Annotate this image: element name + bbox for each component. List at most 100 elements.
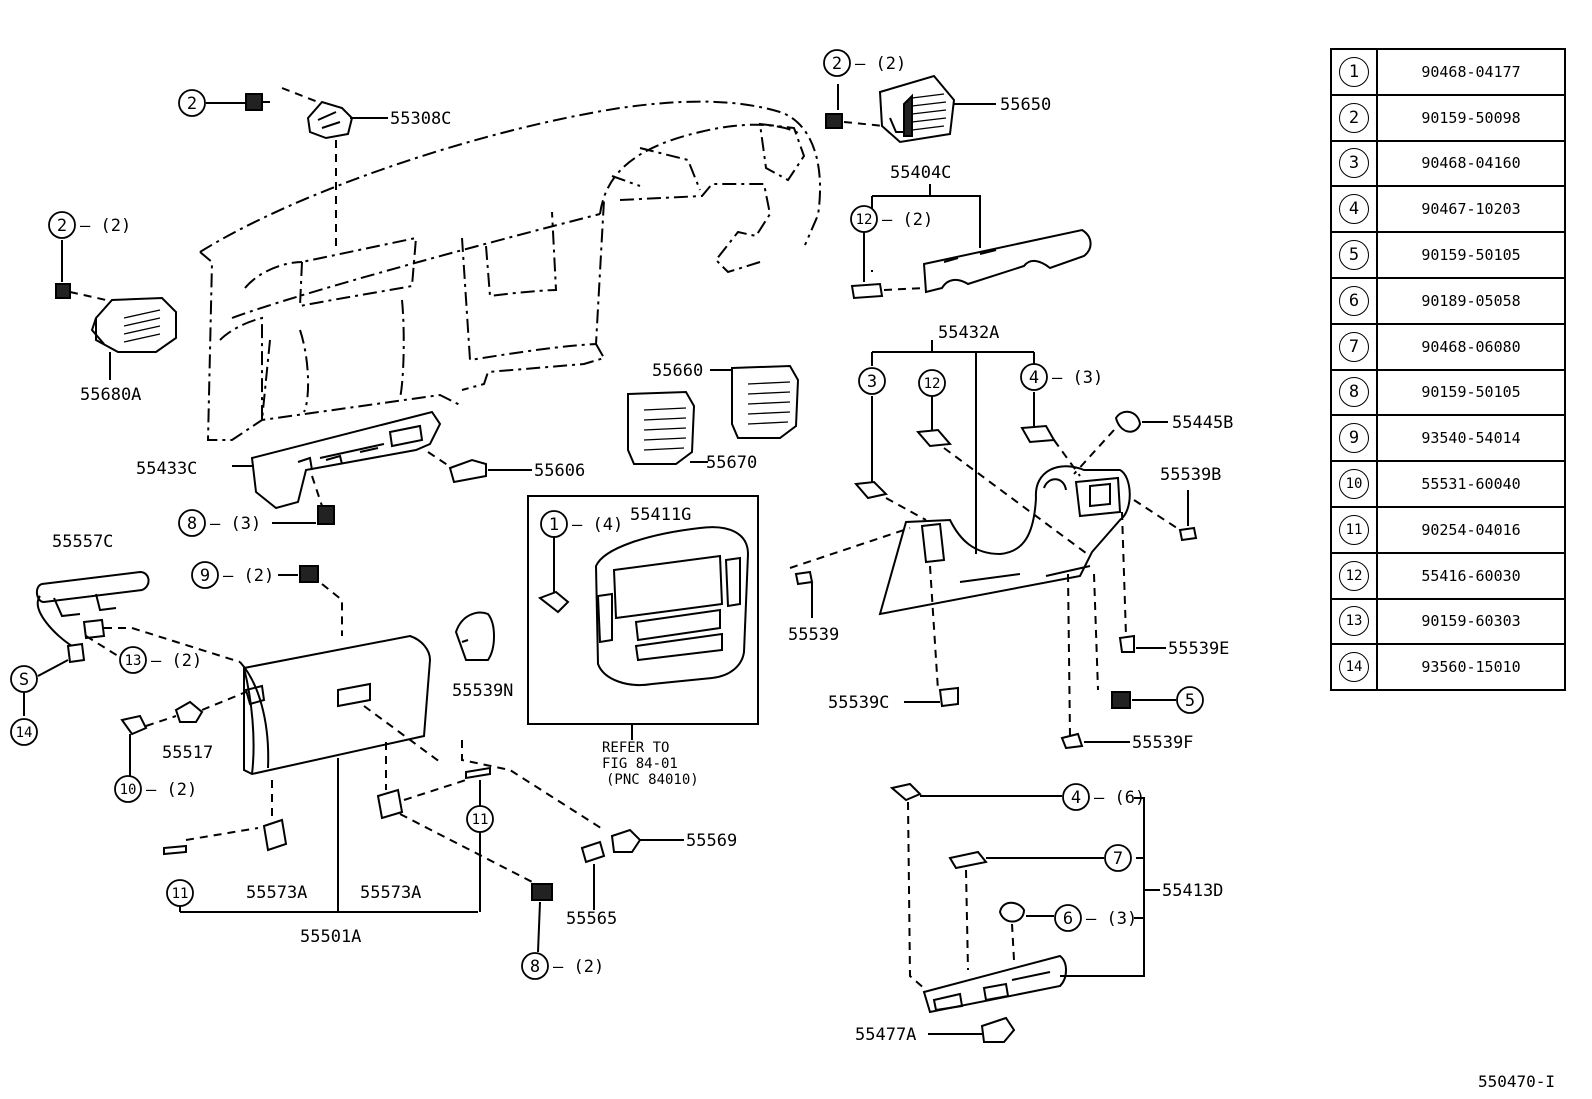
legend-number: 13 xyxy=(1339,606,1369,637)
diagram-code: 550470-I xyxy=(1478,1072,1556,1091)
legend-number: 3 xyxy=(1339,148,1369,179)
callout-number: 6 xyxy=(1063,909,1073,929)
callout-qty: – (3) xyxy=(1086,909,1137,929)
part-label: 55565 xyxy=(566,909,617,929)
refer-box-55411g xyxy=(527,495,759,740)
callout-8-a: 8 – (3) xyxy=(178,509,316,537)
legend-part-number: 90467-10203 xyxy=(1376,185,1566,234)
part-label: 55650 xyxy=(1000,95,1051,115)
callout-14: 14 xyxy=(10,718,38,746)
callout-13: 13 – (2) xyxy=(119,646,202,674)
callout-number: 3 xyxy=(867,372,877,392)
refer-note-line: (PNC 84010) xyxy=(606,772,699,788)
duct-55670 xyxy=(627,390,708,465)
legend-number: 12 xyxy=(1339,560,1369,591)
callout-number: 8 xyxy=(187,514,197,534)
legend-part-number: 55416-60030 xyxy=(1376,551,1566,600)
part-label: 55670 xyxy=(706,453,757,473)
legend-part-number: 90159-60303 xyxy=(1376,597,1566,646)
part-label: 55501A xyxy=(300,927,361,947)
center-register-55650 xyxy=(825,74,996,144)
legend-part-number: 90468-04177 xyxy=(1376,48,1566,96)
part-label: 55569 xyxy=(686,831,737,851)
pad-55539n xyxy=(454,611,495,661)
legend-number: 7 xyxy=(1339,331,1369,362)
part-label: 55539E xyxy=(1168,639,1229,659)
legend-part-number: 93540-54014 xyxy=(1376,414,1566,463)
callout-12-a: 12 – (2) xyxy=(850,205,933,233)
part-label: 55432A xyxy=(938,323,999,343)
part-label: 55539N xyxy=(452,681,513,701)
legend-number: 9 xyxy=(1339,423,1369,454)
callout-number: 2 xyxy=(57,216,67,236)
callout-6: 6 – (3) xyxy=(1054,904,1137,932)
legend-part-number: 90159-50105 xyxy=(1376,368,1566,417)
callout-2-b: 2 – (2) xyxy=(48,211,131,239)
callout-qty: – (3) xyxy=(1052,368,1103,388)
refer-note-line: REFER TO xyxy=(602,740,669,756)
part-label: 55539C xyxy=(828,693,889,713)
bracket-assembly-55413d xyxy=(889,782,1160,1043)
bumper-55517 xyxy=(120,691,247,736)
callout-1: 1 – (4) xyxy=(540,510,623,538)
part-label: 55660 xyxy=(652,361,703,381)
callout-qty: – (4) xyxy=(572,515,623,535)
callout-qty: – (3) xyxy=(210,514,261,534)
callout-qty: – (2) xyxy=(80,216,131,236)
part-label: 55539F xyxy=(1132,733,1193,753)
finish-panel-55404c xyxy=(850,184,1092,300)
callout-2-c: 2 – (2) xyxy=(823,49,906,77)
legend-part-number: 55531-60040 xyxy=(1376,460,1566,508)
hinge-55573a-left xyxy=(163,780,288,856)
callout-number: 12 xyxy=(924,376,941,392)
legend-part-number: 93560-15010 xyxy=(1376,643,1566,692)
lock-55569 xyxy=(580,828,684,910)
legend-number: 1 xyxy=(1339,56,1369,87)
lower-panel-55433c xyxy=(232,410,442,525)
refer-note-line: FIG 84-01 xyxy=(602,756,678,772)
callout-number: S xyxy=(19,670,29,690)
part-label: 55539 xyxy=(788,625,839,645)
callout-qty: – (2) xyxy=(151,651,202,671)
callout-3: 3 xyxy=(858,367,886,395)
callout-11-a: 11 xyxy=(166,879,194,912)
part-label: 55573A xyxy=(246,883,307,903)
side-register-55680a xyxy=(55,240,177,380)
duct-55660 xyxy=(710,364,800,439)
callout-4-b: 4 – (6) xyxy=(1062,783,1145,811)
part-label: 55411G xyxy=(630,505,691,525)
callout-qty: – (2) xyxy=(553,957,604,977)
callout-11-b: 11 xyxy=(466,780,494,912)
callout-qty: – (2) xyxy=(146,780,197,800)
legend-number: 14 xyxy=(1339,652,1369,683)
glove-box-55501a xyxy=(180,565,478,913)
callout-number: 2 xyxy=(832,54,842,74)
callout-qty: – (2) xyxy=(855,54,906,74)
part-label: 55413D xyxy=(1162,881,1223,901)
part-label: 55404C xyxy=(890,163,951,183)
part-label: 55680A xyxy=(80,385,141,405)
callout-9: 9 – (2) xyxy=(191,561,298,589)
part-label: 55517 xyxy=(162,743,213,763)
callout-number: 8 xyxy=(530,957,540,977)
legend-part-number: 90468-04160 xyxy=(1376,139,1566,188)
callout-qty: – (2) xyxy=(882,210,933,230)
legend-number: 8 xyxy=(1339,377,1369,408)
legend-part-number: 90468-06080 xyxy=(1376,322,1566,371)
hinge-55573a-right xyxy=(376,740,605,901)
callout-number: 5 xyxy=(1185,691,1195,711)
part-label: 55433C xyxy=(136,459,197,479)
callout-qty: – (2) xyxy=(223,566,274,586)
legend-part-number: 90159-50105 xyxy=(1376,231,1566,279)
legend-part-number: 90254-04016 xyxy=(1376,505,1566,554)
